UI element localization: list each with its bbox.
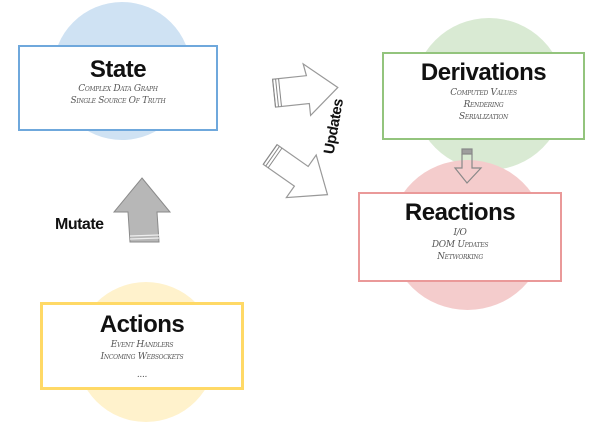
actions-line-2: Incoming Websockets	[100, 352, 184, 362]
derivations-line-2: Rendering	[463, 100, 504, 110]
state-line-2: Single Source Of Truth	[70, 96, 166, 106]
state-title: State	[89, 56, 147, 83]
mutate-arrow-shape	[112, 177, 172, 243]
derive-to-react-arrow	[453, 148, 483, 184]
reactions-title: Reactions	[404, 199, 516, 226]
derivations-line-3: Serialization	[459, 112, 508, 122]
mutate-arrow	[112, 177, 172, 243]
actions-line-1: Event Handlers	[110, 340, 174, 350]
actions-box: Actions Event Handlers Incoming Websocke…	[40, 302, 244, 390]
reactions-line-1: I/O	[453, 228, 467, 238]
derive-arrow-shape	[453, 154, 483, 184]
actions-title: Actions	[99, 311, 185, 338]
derivations-title: Derivations	[420, 59, 547, 86]
state-line-1: Complex Data Graph	[78, 84, 158, 94]
updates-arrow-1-shape	[271, 62, 339, 117]
reactions-line-3: Networking	[437, 252, 483, 262]
state-box: State Complex Data Graph Single Source O…	[18, 45, 218, 131]
derivations-box: Derivations Computed Values Rendering Se…	[382, 52, 585, 140]
actions-line-3: ....	[136, 370, 148, 380]
updates-arrow-to-reactions	[262, 143, 329, 199]
reactions-box: Reactions I/O DOM Updates Networking	[358, 192, 562, 282]
reactions-line-2: DOM Updates	[431, 240, 489, 250]
derivations-line-1: Computed Values	[450, 88, 517, 98]
mutate-label: Mutate	[55, 216, 104, 233]
updates-arrow-to-derivations	[271, 62, 339, 117]
